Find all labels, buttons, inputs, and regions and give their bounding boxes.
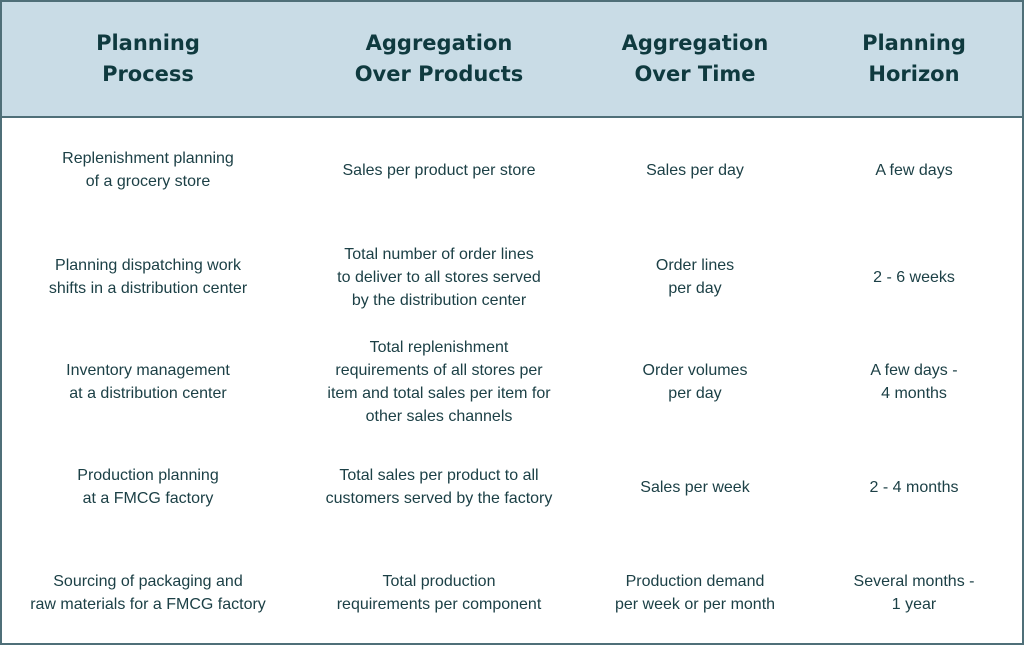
header-aggregation-over-time: Aggregation Over Time: [621, 31, 769, 86]
cell-process: Production planning at a FMCG factory: [77, 467, 219, 507]
table-row: Planning dispatching work shifts in a di…: [2, 222, 1022, 332]
table-row: Inventory management at a distribution c…: [2, 332, 1022, 432]
cell-horizon: A few days - 4 months: [870, 362, 958, 402]
cell-time: Sales per week: [640, 478, 750, 496]
cell-time: Production demand per week or per month: [614, 572, 776, 613]
cell-products: Total number of order lines to deliver t…: [337, 245, 541, 309]
table-row: Production planning at a FMCG factory To…: [2, 432, 1022, 542]
cell-products: Total production requirements per compon…: [336, 572, 542, 613]
table-header: Planning Process Aggregation Over Produc…: [2, 2, 1022, 118]
cell-horizon: 2 - 4 months: [869, 478, 959, 496]
cell-time: Sales per day: [646, 161, 744, 179]
cell-time: Order volumes per day: [642, 362, 748, 402]
cell-products: Total sales per product to all customers…: [325, 467, 553, 507]
header-planning-process: Planning Process: [96, 31, 200, 86]
cell-time: Order lines per day: [655, 257, 735, 297]
cell-products: Sales per product per store: [342, 161, 536, 179]
header-aggregation-over-products: Aggregation Over Products: [354, 31, 524, 86]
cell-process: Sourcing of packaging and raw materials …: [30, 572, 266, 613]
cell-process: Replenishment planning of a grocery stor…: [62, 150, 234, 190]
table-row: Sourcing of packaging and raw materials …: [2, 542, 1022, 643]
cell-horizon: Several months - 1 year: [853, 572, 975, 613]
table-row: Replenishment planning of a grocery stor…: [2, 118, 1022, 222]
cell-products: Total replenishment requirements of all …: [327, 339, 551, 425]
cell-horizon: 2 - 6 weeks: [873, 268, 955, 286]
cell-process: Planning dispatching work shifts in a di…: [48, 257, 248, 297]
cell-horizon: A few days: [875, 161, 953, 179]
cell-process: Inventory management at a distribution c…: [66, 362, 230, 402]
header-planning-horizon: Planning Horizon: [862, 31, 966, 86]
